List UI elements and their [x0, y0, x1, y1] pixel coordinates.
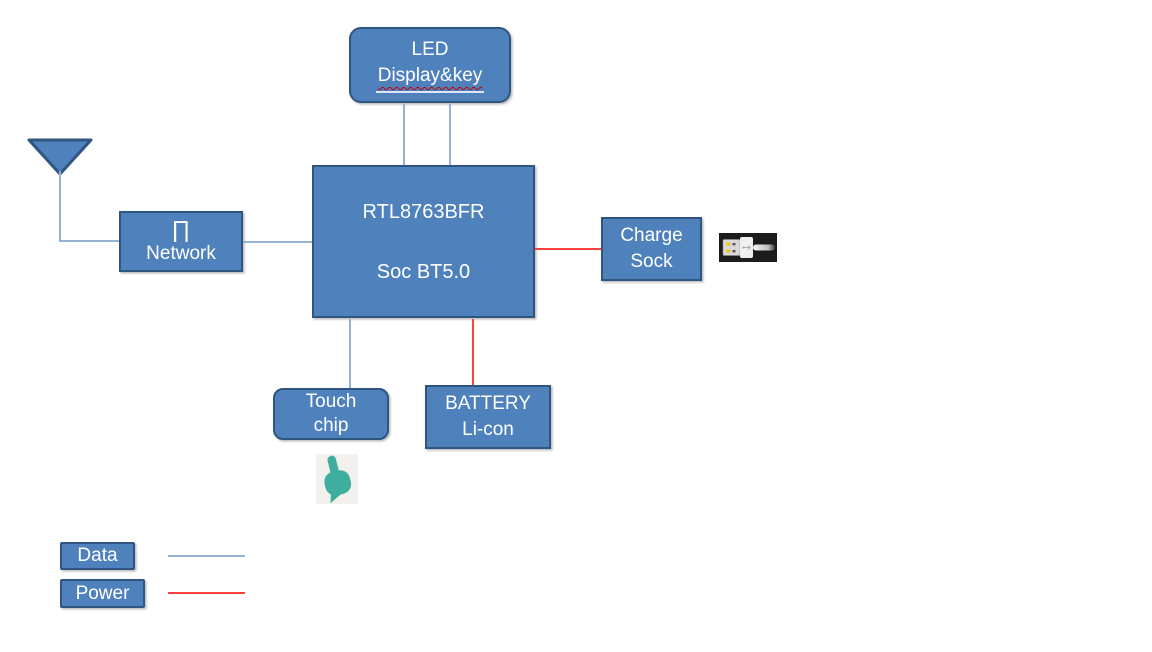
power-connector-soc-battery	[472, 319, 474, 385]
pi-network-node: ∏ Network	[119, 211, 243, 272]
charge-sock-label-line1: Charge	[620, 225, 683, 246]
rtl8763bfr-soc-node: RTL8763BFR Soc BT5.0	[312, 165, 535, 318]
led-node-label-line1: LED	[411, 39, 449, 60]
data-connector-pinetwork-soc	[243, 241, 312, 243]
legend-data-label: Data	[77, 545, 118, 566]
charge-sock-node: Charge Sock	[601, 217, 702, 281]
touch-hand-icon	[316, 454, 358, 504]
data-connector-soc-touchchip	[349, 319, 351, 388]
soc-node-label-line2: Soc BT5.0	[376, 260, 471, 283]
usb-plug-icon	[719, 233, 777, 262]
led-node-label-line2: Display&key	[375, 63, 485, 93]
soc-node-label-line1: RTL8763BFR	[362, 200, 485, 223]
power-connector-soc-chargesock	[535, 248, 601, 250]
data-connector-led-soc-right	[449, 104, 451, 165]
antenna-feed-line-horizontal	[59, 240, 120, 242]
touch-chip-label-line1: Touch	[305, 391, 357, 412]
battery-label-line2: Li-con	[462, 419, 514, 440]
pi-network-label-line2: Network	[146, 242, 216, 264]
touch-chip-node: Touch chip	[273, 388, 389, 440]
antenna-icon	[27, 138, 93, 176]
legend-power-line-sample	[168, 592, 245, 594]
legend-power-box: Power	[60, 579, 145, 608]
antenna-feed-line-vertical	[59, 171, 61, 242]
charge-sock-label-line2: Sock	[630, 251, 673, 272]
battery-node: BATTERY Li-con	[425, 385, 551, 449]
legend-data-line-sample	[168, 555, 245, 557]
legend-data-box: Data	[60, 542, 135, 570]
data-connector-led-soc-left	[403, 104, 405, 165]
battery-label-line1: BATTERY	[445, 393, 531, 414]
pi-network-label-line1: ∏	[171, 215, 191, 242]
led-display-key-node: LED Display&key	[349, 27, 511, 103]
legend-power-label: Power	[75, 582, 130, 604]
touch-chip-label-line2: chip	[313, 415, 349, 436]
